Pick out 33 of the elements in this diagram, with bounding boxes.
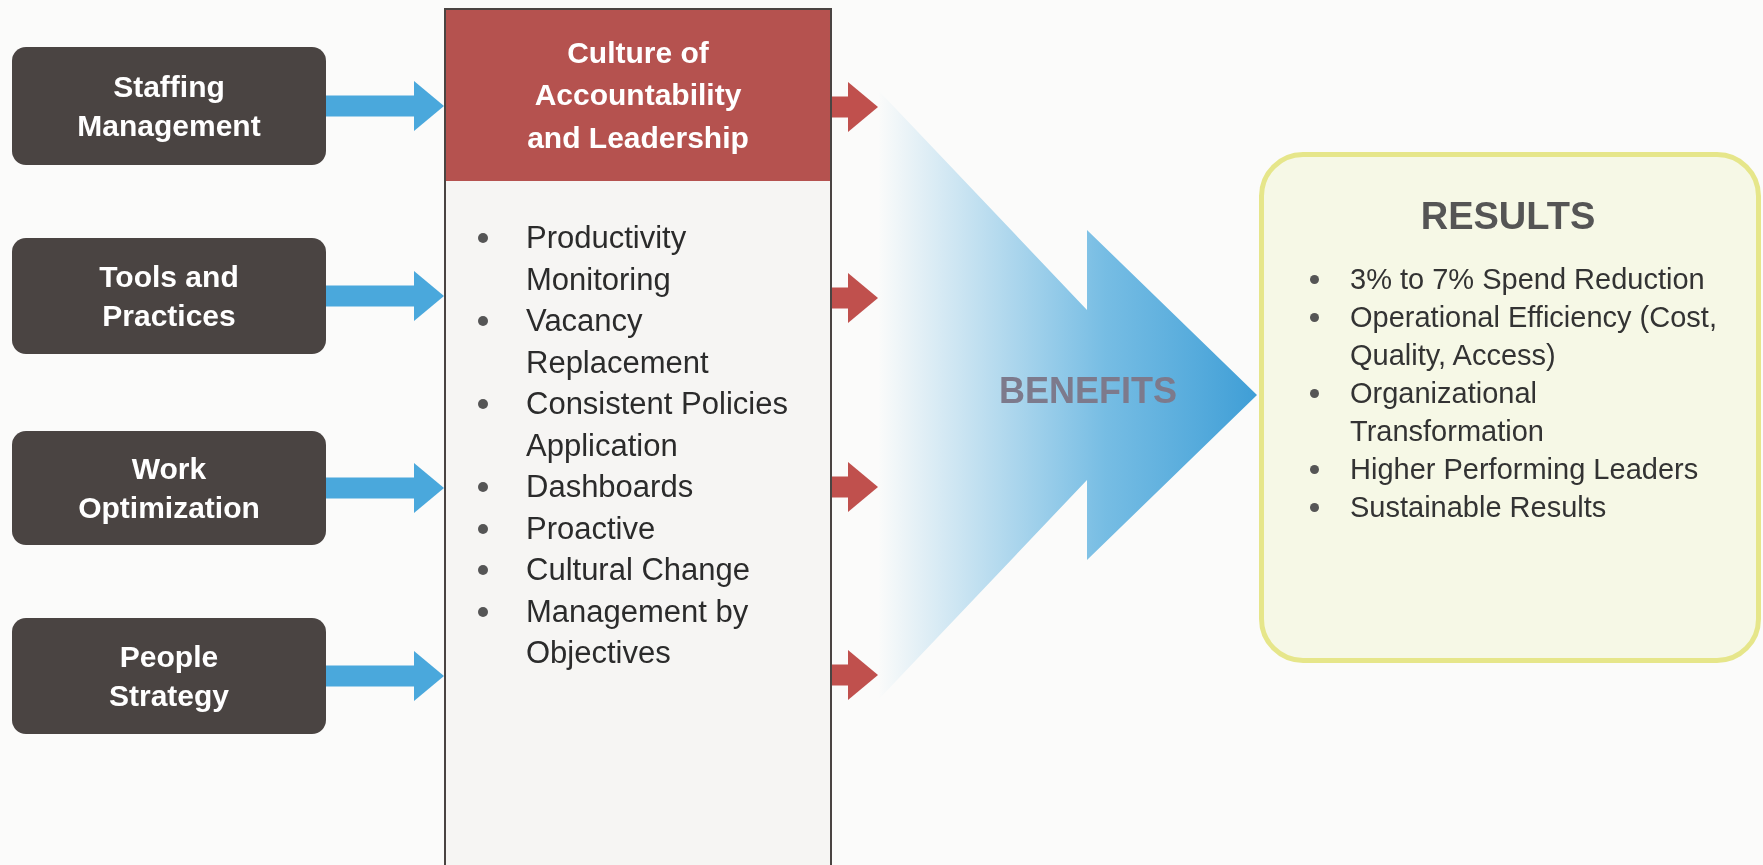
- category-box: [12, 618, 326, 734]
- list-item: Higher Performing Leaders: [1350, 453, 1699, 485]
- category-box: [12, 431, 326, 545]
- column-heading: Culture of Accountability and Leadership: [446, 10, 830, 181]
- arrow-label: BENEFITS: [998, 370, 1178, 412]
- results-heading: RESULTS: [1419, 195, 1597, 238]
- list-item: Consistent Policies Application: [526, 386, 788, 463]
- category-label: People Strategy: [107, 639, 230, 714]
- arrow: [832, 273, 878, 323]
- list-item: 3% to 7% Spend Reduction: [1350, 263, 1705, 295]
- category-box: [12, 238, 326, 354]
- category-label: Staffing Management: [76, 69, 262, 144]
- arrow: [832, 650, 878, 700]
- arrow: [326, 81, 444, 131]
- list-item: Sustainable Results: [1350, 491, 1607, 523]
- list-item: Vacancy Replacement: [526, 303, 709, 380]
- results-box: [1259, 152, 1761, 663]
- list-item: Operational Efficiency (Cost, Quality, Access): [1350, 301, 1717, 371]
- list-item: Cultural Change: [526, 552, 751, 587]
- category-label: Tools and Practices: [98, 259, 240, 334]
- category-box: [12, 47, 326, 165]
- arrow: [326, 271, 444, 321]
- list-item: Management by Objectives: [526, 593, 749, 670]
- category-label: Work Optimization: [77, 451, 261, 526]
- arrow: [326, 463, 444, 513]
- arrow: [832, 462, 878, 512]
- arrow: [326, 651, 444, 701]
- list-item: Dashboards: [526, 469, 694, 504]
- arrow: [832, 82, 878, 132]
- list-item: Proactive: [526, 510, 656, 546]
- list-item: Organizational Transformation: [1350, 377, 1544, 447]
- process-column: [444, 8, 832, 865]
- list-item: Productivity Monitoring: [526, 220, 687, 297]
